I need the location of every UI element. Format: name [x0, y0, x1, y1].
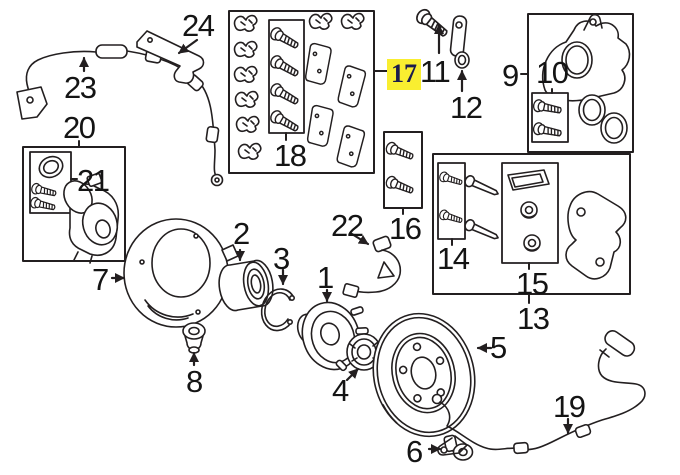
- callout-6[interactable]: 6: [406, 434, 423, 469]
- callout-10[interactable]: 10: [536, 55, 569, 90]
- hose-bracket-24-drawing: [136, 30, 205, 84]
- parking-brake-actuator-drawing: [63, 172, 120, 264]
- tone-ring-drawing: [346, 333, 382, 371]
- callout-11[interactable]: 11: [420, 54, 451, 89]
- brake-rotor-drawing: [372, 312, 476, 438]
- callout-9[interactable]: 9: [502, 58, 519, 93]
- splash-shield-drawing: [123, 218, 239, 328]
- callout-24[interactable]: 24: [182, 8, 215, 43]
- callout-14[interactable]: 14: [437, 241, 470, 276]
- callout-7[interactable]: 7: [92, 262, 109, 297]
- callout-17-selected[interactable]: 17: [387, 59, 421, 90]
- callout-19[interactable]: 19: [553, 389, 586, 424]
- shim-drawing: [507, 169, 550, 191]
- actuator-kit-box-20: [22, 146, 126, 264]
- shield-bolt-8-drawing: [182, 322, 206, 354]
- callout-13[interactable]: 13: [517, 301, 550, 336]
- callout-16[interactable]: 16: [389, 211, 422, 246]
- piston-seals-drawing: [578, 94, 628, 144]
- sensor-bolt-11-drawing: [413, 6, 452, 41]
- rotor-bolt-6-drawing: [443, 434, 474, 461]
- caliper-bracket-drawing: [565, 190, 627, 280]
- callout-12[interactable]: 12: [450, 90, 483, 125]
- wheel-bearing-drawing: [218, 259, 274, 312]
- callout-arrows: [79, 23, 573, 454]
- callout-8[interactable]: 8: [186, 364, 203, 399]
- bracket-kit-box-13: [432, 153, 631, 295]
- callout-3[interactable]: 3: [273, 241, 290, 276]
- snap-ring-drawing: [260, 288, 295, 332]
- abs-sensor-22-drawing: [342, 235, 402, 298]
- callout-22[interactable]: 22: [331, 208, 364, 243]
- caliper-housing-drawing: [541, 13, 631, 102]
- callout-23[interactable]: 23: [64, 70, 97, 105]
- bolt-box-16: [383, 131, 423, 209]
- abs-sensor-harness-23-drawing: [16, 44, 224, 187]
- brake-pad-kit-box-17: [228, 10, 375, 174]
- callout-1[interactable]: 1: [317, 260, 334, 295]
- callout-2[interactable]: 2: [233, 216, 250, 251]
- callout-ticks: [70, 70, 553, 304]
- callout-15[interactable]: 15: [516, 266, 549, 301]
- callout-20[interactable]: 20: [63, 110, 96, 145]
- caliper-box-9: [527, 13, 634, 153]
- callout-4[interactable]: 4: [332, 373, 349, 408]
- bracket-12-drawing: [449, 15, 470, 69]
- callout-18[interactable]: 18: [274, 138, 307, 173]
- callout-21[interactable]: 21: [77, 163, 110, 198]
- callout-5[interactable]: 5: [490, 330, 507, 365]
